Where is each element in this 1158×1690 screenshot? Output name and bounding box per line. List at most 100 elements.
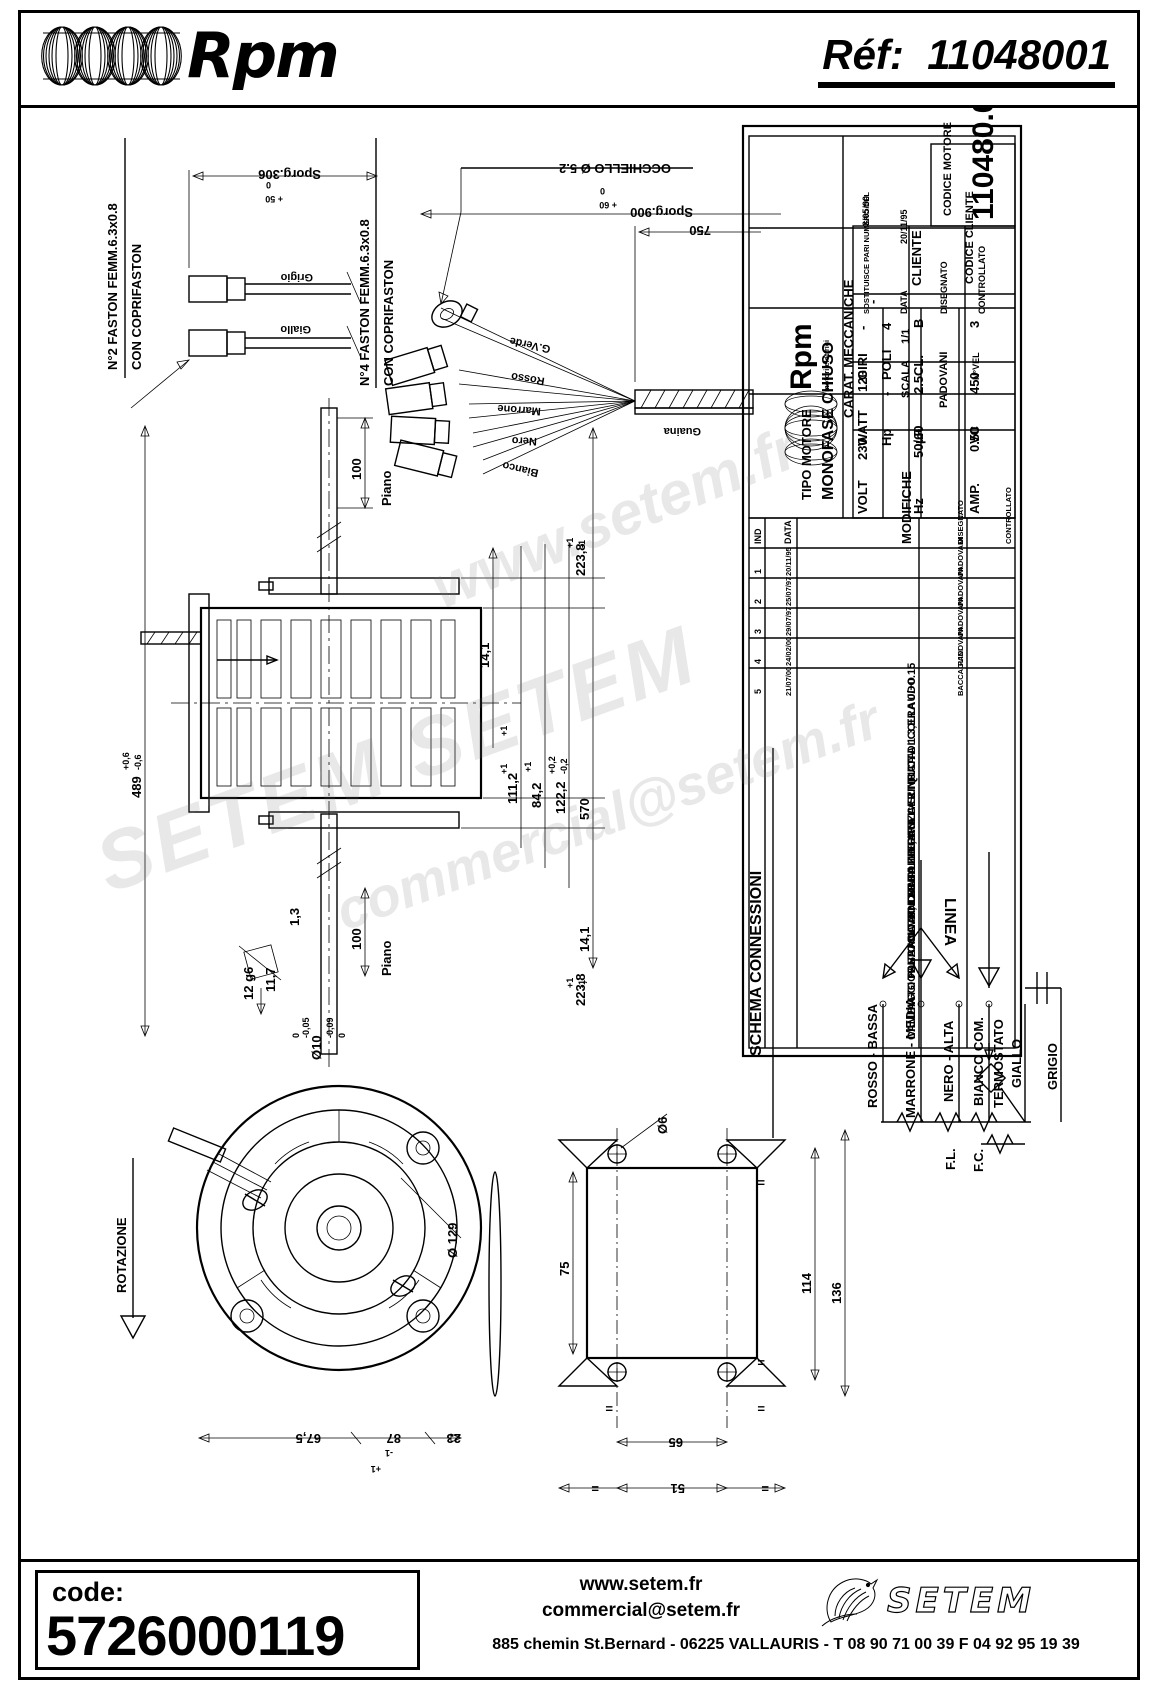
svg-text:F.L.: F.L. [943, 1148, 958, 1170]
svg-text:14,1: 14,1 [477, 643, 492, 668]
svg-text:4: 4 [753, 659, 763, 664]
svg-text:65: 65 [669, 1435, 683, 1450]
svg-text:0: 0 [600, 186, 605, 196]
svg-text:CLIENTE: CLIENTE [909, 230, 924, 286]
svg-text:=: = [605, 1401, 613, 1416]
svg-text:PADOVANI: PADOVANI [956, 598, 965, 636]
svg-text:CARAT. MECCANICHE: CARAT. MECCANICHE [841, 279, 856, 418]
svg-text:=: = [757, 1401, 765, 1416]
svg-text:GRIGIO: GRIGIO [1045, 1043, 1060, 1090]
svg-text:CON COPRIFASTON: CON COPRIFASTON [381, 260, 396, 386]
coil-icon [41, 25, 182, 87]
svg-text:WATT: WATT [855, 410, 870, 446]
svg-text:DATA: DATA [783, 520, 793, 544]
svg-text:3/05/90: 3/05/90 [861, 196, 871, 226]
svg-text:GIRI: GIRI [855, 353, 870, 380]
svg-text:20/11/95: 20/11/95 [899, 209, 909, 244]
svg-text:LINEA: LINEA [941, 898, 958, 946]
svg-text:DATA: DATA [899, 290, 909, 314]
website-link[interactable]: www.setem.fr [579, 1574, 703, 1595]
svg-text:-1: -1 [577, 980, 587, 988]
svg-text:Hp: Hp [879, 429, 894, 446]
title-block: IND DATA MODIFICHE DISEGNATO CONTROLLATO… [741, 124, 1023, 1058]
svg-text:AGGIORNATO DATI TARGA: AGGIORNATO DATI TARGA [906, 866, 918, 1010]
svg-text:4: 4 [879, 322, 894, 330]
svg-text:CODICE MOTORE: CODICE MOTORE [942, 122, 954, 216]
svg-text:+ 60: + 60 [599, 200, 617, 210]
ref-value: 11048001 [927, 31, 1111, 78]
right-dim-stack: 14,1 111,2 +1 +1 84,2 +1 122,2 +0,2 -0,2… [461, 426, 605, 1006]
svg-text:Ø 129: Ø 129 [445, 1223, 460, 1258]
svg-text:2: 2 [753, 599, 763, 604]
svg-text:Rosso: Rosso [510, 370, 545, 387]
svg-text:12 g6: 12 g6 [241, 967, 256, 1000]
motor-specs: TIPO MOTORE MONOFASE CHIUSO x [799, 342, 837, 500]
svg-text:G.Verde: G.Verde [508, 334, 551, 354]
svg-text:223,8: 223,8 [573, 543, 588, 576]
svg-text:Grigio: Grigio [280, 271, 313, 283]
svg-text:Piano: Piano [379, 471, 394, 506]
motor-section-view: 100 Piano 100 Piano 489 +0,6 -0,6 14,1 [121, 398, 605, 1068]
svg-text:B: B [911, 319, 926, 328]
sheet-header: Rpm Réf: 11048001 [21, 13, 1137, 108]
faston-connectors [384, 344, 458, 479]
svg-text:+0,2: +0,2 [547, 756, 557, 774]
svg-text:87: 87 [387, 1431, 401, 1446]
sheet-footer: code: 5726000119 www.setem.fr commercial… [21, 1559, 1137, 1677]
svg-text:DISEGNATO: DISEGNATO [956, 500, 965, 544]
svg-text:100: 100 [349, 458, 364, 480]
svg-text:N°2 FASTON FEMM.6.3x0.8: N°2 FASTON FEMM.6.3x0.8 [105, 203, 120, 370]
svg-text:1/1: 1/1 [900, 329, 912, 344]
svg-text:29/07/97: 29/07/97 [784, 607, 793, 636]
svg-text:+1: +1 [499, 764, 509, 774]
motor-side-view: Ø6 75 114 136 65 [557, 1113, 850, 1496]
wire-fan: G.Verde Rosso Marrone Nero Bianco [440, 307, 636, 479]
motor-front-view: ROTAZIONE Ø 129 67,5 87 23 -1 +1 [114, 1084, 502, 1474]
svg-text:136: 136 [829, 1282, 844, 1304]
svg-text:N°4 FASTON FEMM.6.3x0.8: N°4 FASTON FEMM.6.3x0.8 [357, 219, 372, 386]
svg-text:-0,05: -0,05 [301, 1017, 311, 1038]
titleblock-rpm-logo: Rpm motori elettrici [784, 323, 838, 466]
svg-text:+1: +1 [523, 762, 533, 772]
company-address: 885 chemin St.Bernard - 06225 VALLAURIS … [492, 1636, 1080, 1653]
svg-text:1: 1 [753, 569, 763, 574]
spec-grid: VOLT 230 Hz 50/60 AMP. 0.50 WATT 120 µF … [841, 108, 1016, 519]
screw-heads [242, 1189, 416, 1297]
brand-name: Rpm [187, 19, 340, 92]
svg-text:Sporg.306: Sporg.306 [258, 167, 321, 182]
svg-text:GIALLO: GIALLO [1009, 1039, 1024, 1088]
svg-text:OCCHIELLO Ø 5.2: OCCHIELLO Ø 5.2 [559, 161, 671, 176]
svg-text:VOLT: VOLT [855, 480, 870, 514]
svg-text:MONOFASE CHIUSO: MONOFASE CHIUSO [820, 342, 837, 500]
svg-text:=: = [757, 1175, 765, 1190]
svg-text:5: 5 [753, 689, 763, 694]
email-link[interactable]: commercial@setem.fr [541, 1600, 741, 1621]
svg-text:67,5: 67,5 [296, 1431, 321, 1446]
rpm-logo: Rpm [41, 19, 340, 92]
svg-text:-0,6: -0,6 [133, 754, 143, 770]
svg-text:Guaina: Guaina [663, 425, 701, 437]
svg-text:Sporg.900: Sporg.900 [630, 205, 693, 220]
svg-text:-1: -1 [577, 540, 587, 548]
svg-text:114: 114 [799, 1272, 814, 1294]
svg-text:Ø6: Ø6 [655, 1117, 670, 1134]
svg-text:Piano: Piano [379, 941, 394, 976]
drawing-area: N°2 FASTON FEMM.6.3x0.8 CON COPRIFASTON … [21, 108, 1137, 1557]
svg-text:+1: +1 [565, 538, 575, 548]
svg-text:PADOVANI: PADOVANI [956, 538, 965, 576]
svg-text:PADOVANI: PADOVANI [956, 568, 965, 606]
reference-number: Réf: 11048001 [818, 31, 1115, 88]
svg-text:SOSTITUISCE PARI NUMERO DEL: SOSTITUISCE PARI NUMERO DEL [862, 192, 871, 314]
svg-text:ROSSO - BASSA: ROSSO - BASSA [865, 1003, 880, 1108]
svg-text:2.5: 2.5 [911, 376, 926, 394]
svg-text:motori elettrici: motori elettrici [822, 340, 831, 392]
rotation-indicator: ROTAZIONE [114, 1158, 147, 1340]
svg-text:489: 489 [129, 776, 144, 798]
schema-connessioni: SCHEMA CONNESSIONI [748, 748, 1062, 1172]
svg-text:-0,2: -0,2 [559, 758, 569, 774]
svg-text:CON COPRIFASTON: CON COPRIFASTON [129, 244, 144, 370]
svg-text:PADOVANI: PADOVANI [956, 628, 965, 666]
svg-text:BIANCO COM.: BIANCO COM. [971, 1017, 986, 1106]
svg-text:MARRONE - MEDIA: MARRONE - MEDIA [903, 997, 918, 1118]
svg-text:MODIFICHE: MODIFICHE [899, 471, 914, 544]
